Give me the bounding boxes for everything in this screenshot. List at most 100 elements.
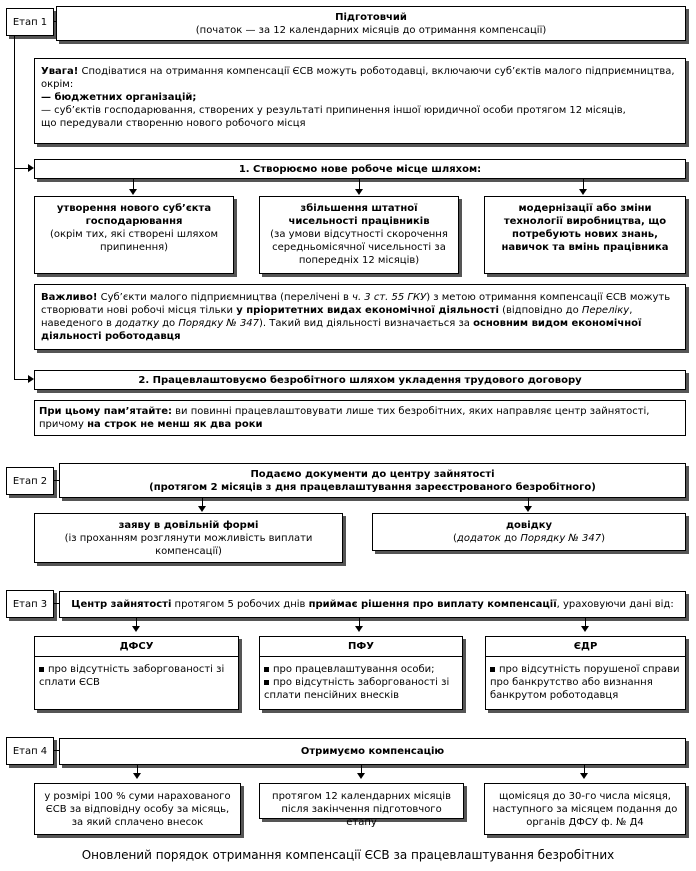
arrow-down-icon <box>579 189 587 195</box>
stage-1-spine <box>14 36 15 379</box>
remember-text: на строк не менш як два роки <box>87 419 263 430</box>
stage-2-label-text: Етап 2 <box>12 475 48 487</box>
stage-1-label-text: Етап 1 <box>12 16 48 28</box>
stage-3-text: приймає рішення про виплату компенсації <box>308 599 557 610</box>
important-text: , наведеного в <box>41 305 633 329</box>
important-text: (відповідно до <box>498 305 582 316</box>
stage-4-label: Етап 4 <box>6 737 54 765</box>
connector <box>359 618 360 628</box>
bullet-icon <box>39 666 44 672</box>
comp-amount: у розмірі 100 % суми нарахованого ЄСВ за… <box>34 783 241 835</box>
source-item-text: про відсутність заборгованості зі сплати… <box>39 664 225 688</box>
source-title: ЄДР <box>486 637 685 657</box>
doc-note-part: додаток <box>456 533 501 544</box>
warning-body: Сподіватися на отримання компенсації ЄСВ… <box>41 66 675 90</box>
doc-note-part: Порядку № 347 <box>520 533 602 544</box>
way-title: утворення нового суб’єкта господарювання <box>56 203 212 227</box>
source-item: про відсутність заборгованості зі сплати… <box>264 676 458 702</box>
warning-text: Увага! Сподіватися на отримання компенса… <box>41 65 679 91</box>
connector <box>137 765 138 775</box>
bullet-icon <box>264 666 269 672</box>
arrow-right-icon <box>28 375 34 383</box>
important-text: до <box>158 318 179 329</box>
bullet-icon <box>264 679 269 685</box>
source-items: про відсутність заборгованості зі сплати… <box>35 657 238 695</box>
way-modernization: модернізації або зміни технології виробн… <box>484 196 686 274</box>
way-title: модернізації або зміни технології виробн… <box>501 203 669 253</box>
warning-lead: Увага! <box>41 66 79 77</box>
arrow-down-icon <box>198 506 206 512</box>
arrow-down-icon <box>129 189 137 195</box>
doc-note-part: до <box>500 533 521 544</box>
connector <box>54 603 59 604</box>
source-pfu: ПФУ про працевлаштування особи; про відс… <box>259 636 463 710</box>
stage-1-label: Етап 1 <box>6 8 54 36</box>
important-text: Суб’єкти малого підприємництва (переліче… <box>97 292 353 303</box>
source-title: ДФСУ <box>35 637 238 657</box>
source-items: про відсутність порушеної справи про бан… <box>486 657 685 708</box>
stage-2-title: Подаємо документи до центру зайнятості <box>250 469 495 480</box>
source-item: про відсутність порушеної справи про бан… <box>490 663 681 702</box>
comp-text: у розмірі 100 % суми нарахованого ЄСВ за… <box>44 791 231 828</box>
source-item-text: про працевлаштування особи; <box>273 664 435 675</box>
doc-application: заяву в довільній формі (із проханням ро… <box>34 513 343 563</box>
stage-1-header: Підготовчий (початок — за 12 календарних… <box>56 6 686 41</box>
important-note: Важливо! Суб’єкти малого підприємництва … <box>34 284 686 350</box>
stage-1-subtitle: (початок — за 12 календарних місяців до … <box>195 25 547 36</box>
doc-title: довідку <box>505 520 553 531</box>
stage-2-subtitle: (протягом 2 місяців з дня працевлаштуван… <box>149 482 596 493</box>
important-text: ). Такий вид діяльності визначається за <box>259 318 474 329</box>
arrow-down-icon <box>357 773 365 779</box>
way-note: (окрім тих, які створені шляхом припинен… <box>50 229 218 253</box>
figure-caption: Оновлений порядок отримання компенсації … <box>81 848 615 862</box>
stage-2-label: Етап 2 <box>6 467 54 495</box>
bullet-icon <box>490 666 495 672</box>
warning-item: що передували створенню нового робочого … <box>41 118 306 129</box>
source-item-text: про відсутність заборгованості зі сплати… <box>264 677 450 701</box>
connector <box>585 618 586 628</box>
source-items: про працевлаштування особи; про відсутні… <box>260 657 462 708</box>
doc-title: заяву в довільній формі <box>118 520 259 531</box>
remember-lead: При цьому пам’ятайте: <box>39 406 172 417</box>
source-item: про відсутність заборгованості зі сплати… <box>39 663 234 689</box>
arrow-right-icon <box>28 164 34 172</box>
warning-note: Увага! Сподіватися на отримання компенса… <box>34 58 686 144</box>
stage-2-header: Подаємо документи до центру зайнятості (… <box>59 463 686 498</box>
step-2-text: 2. Працевлаштовуємо безробітного шляхом … <box>138 375 582 386</box>
important-text: додатку <box>115 318 159 329</box>
arrow-down-icon <box>580 773 588 779</box>
arrow-down-icon <box>355 189 363 195</box>
arrow-down-icon <box>133 773 141 779</box>
important-lead: Важливо! <box>41 292 98 303</box>
comp-text: протягом 12 календарних місяців після за… <box>272 791 451 828</box>
step-1-text: 1. Створюємо нове робоче місце шляхом: <box>238 164 482 175</box>
important-text: основним видом економічної діяльності ро… <box>41 318 642 342</box>
comp-period: протягом 12 календарних місяців після за… <box>259 783 464 828</box>
warning-item: — суб’єктів господарювання, створених у … <box>41 105 626 116</box>
stage-3-label: Етап 3 <box>6 590 54 618</box>
stage-4-label-text: Етап 4 <box>12 745 48 757</box>
stage-4-title: Отримуємо компенсацію <box>300 746 445 757</box>
important-text: Порядку № 347 <box>178 318 260 329</box>
comp-timing: щомісяця до 30-го числа місяця, наступно… <box>484 783 686 835</box>
connector <box>202 498 203 508</box>
stage-3-text: протягом 5 робочих днів <box>171 599 309 610</box>
connector <box>136 618 137 628</box>
important-text: у пріоритетних видах економічної діяльно… <box>236 305 499 316</box>
doc-note: (із проханням розглянути можливість випл… <box>64 533 313 557</box>
important-text: ч. 3 ст. 55 ГКУ <box>352 292 427 303</box>
doc-note-part: ) <box>601 533 605 544</box>
stage-4-header: Отримуємо компенсацію <box>59 738 686 765</box>
way-staff-increase: збільшення штатної чисельності працівник… <box>259 196 459 274</box>
connector <box>528 498 529 508</box>
stage-1-title: Підготовчий <box>335 12 407 23</box>
doc-note: (додаток до Порядку № 347) <box>379 532 679 545</box>
connector <box>54 750 59 751</box>
connector <box>133 179 134 191</box>
remember-text: ви повинні працевлаштовувати лише тих бе… <box>39 406 650 430</box>
source-item: про працевлаштування особи; <box>264 663 458 676</box>
step-1-box: 1. Створюємо нове робоче місце шляхом: <box>34 159 686 179</box>
doc-certificate: довідку (додаток до Порядку № 347) <box>372 513 686 551</box>
comp-text: щомісяця до 30-го числа місяця, наступно… <box>492 791 678 828</box>
stage-3-label-text: Етап 3 <box>12 598 48 610</box>
